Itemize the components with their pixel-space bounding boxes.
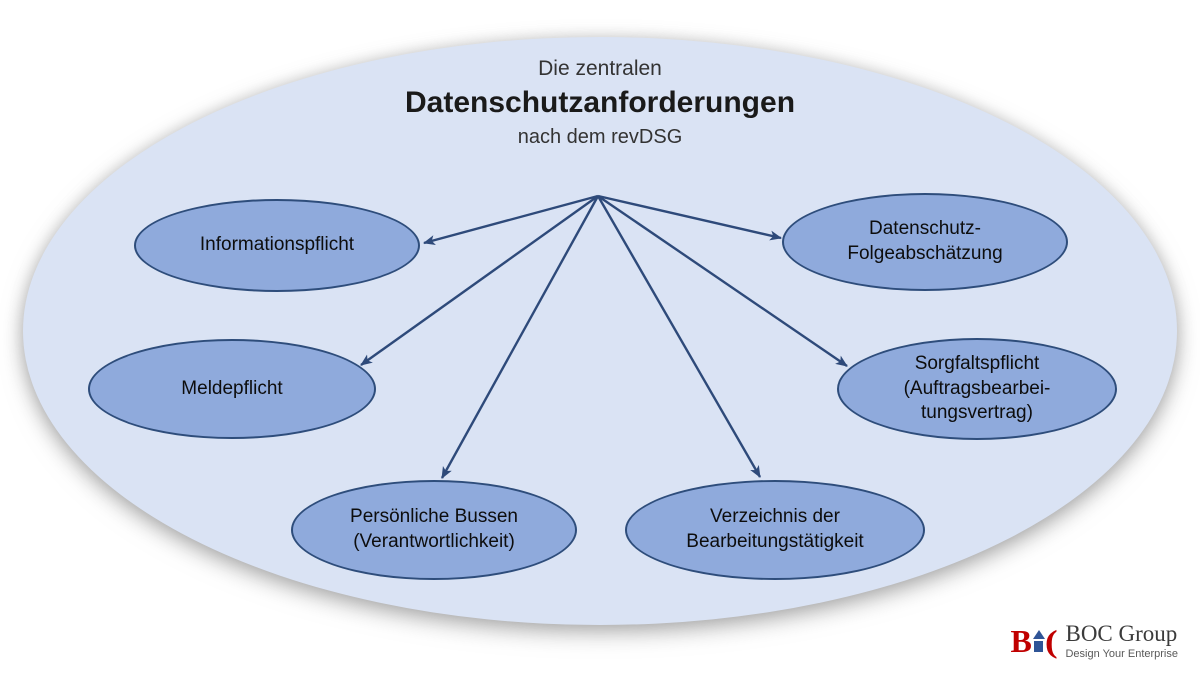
logo-square-icon [1034, 641, 1044, 652]
node-ellipse-persoenliche-bussen: Persönliche Bussen (Verantwortlichkeit) [291, 480, 577, 580]
logo-tower-icon [1032, 630, 1045, 652]
logo-letter-b: B [1010, 623, 1032, 659]
node-label: (Auftragsbearbei- [903, 377, 1051, 399]
node-label: Datenschutz- [869, 218, 981, 240]
node-label: Meldepflicht [181, 377, 283, 399]
title-line-3: nach dem revDSG [517, 126, 683, 148]
node-label: Folgeabschätzung [847, 243, 1003, 264]
logo-triangle-icon [1032, 630, 1045, 639]
title-line-1: Die zentralen [538, 57, 662, 80]
node-label: Informationspflicht [199, 234, 355, 256]
node-label: Sorgfaltspflicht [914, 352, 1040, 374]
diagram-title: Die zentralen Datenschutzanforderungen n… [0, 57, 1200, 149]
node-ellipse-datenschutz-folgeabschaetzung: Datenschutz- Folgeabschätzung [782, 193, 1068, 291]
node-label: tungsvertrag) [921, 402, 1033, 424]
node-label: Verzeichnis der [710, 506, 840, 528]
node-ellipse-sorgfaltspflicht: Sorgfaltspflicht (Auftragsbearbei- tungs… [837, 338, 1117, 440]
boc-group-logo: B ( BOC Group Design Your Enterprise [1010, 621, 1178, 661]
logo-letter-c: ( [1044, 623, 1058, 659]
node-ellipse-meldepflicht: Meldepflicht [88, 339, 376, 439]
logo-tagline: Design Your Enterprise [1065, 648, 1178, 661]
node-ellipse-informationspflicht: Informationspflicht [134, 199, 420, 292]
title-line-2: Datenschutzanforderungen [404, 86, 796, 119]
logo-text: BOC Group Design Your Enterprise [1065, 620, 1178, 661]
boc-logo-icon: B ( [1010, 621, 1058, 661]
node-ellipse-verzeichnis-bearbeitungstaetigkeit: Verzeichnis der Bearbeitungstätigkeit [625, 480, 925, 580]
node-label: Persönliche Bussen [350, 506, 518, 528]
node-label: Bearbeitungstätigkeit [686, 531, 864, 552]
logo-company-name: BOC Group [1065, 620, 1178, 646]
node-label: (Verantwortlichkeit) [353, 531, 515, 552]
